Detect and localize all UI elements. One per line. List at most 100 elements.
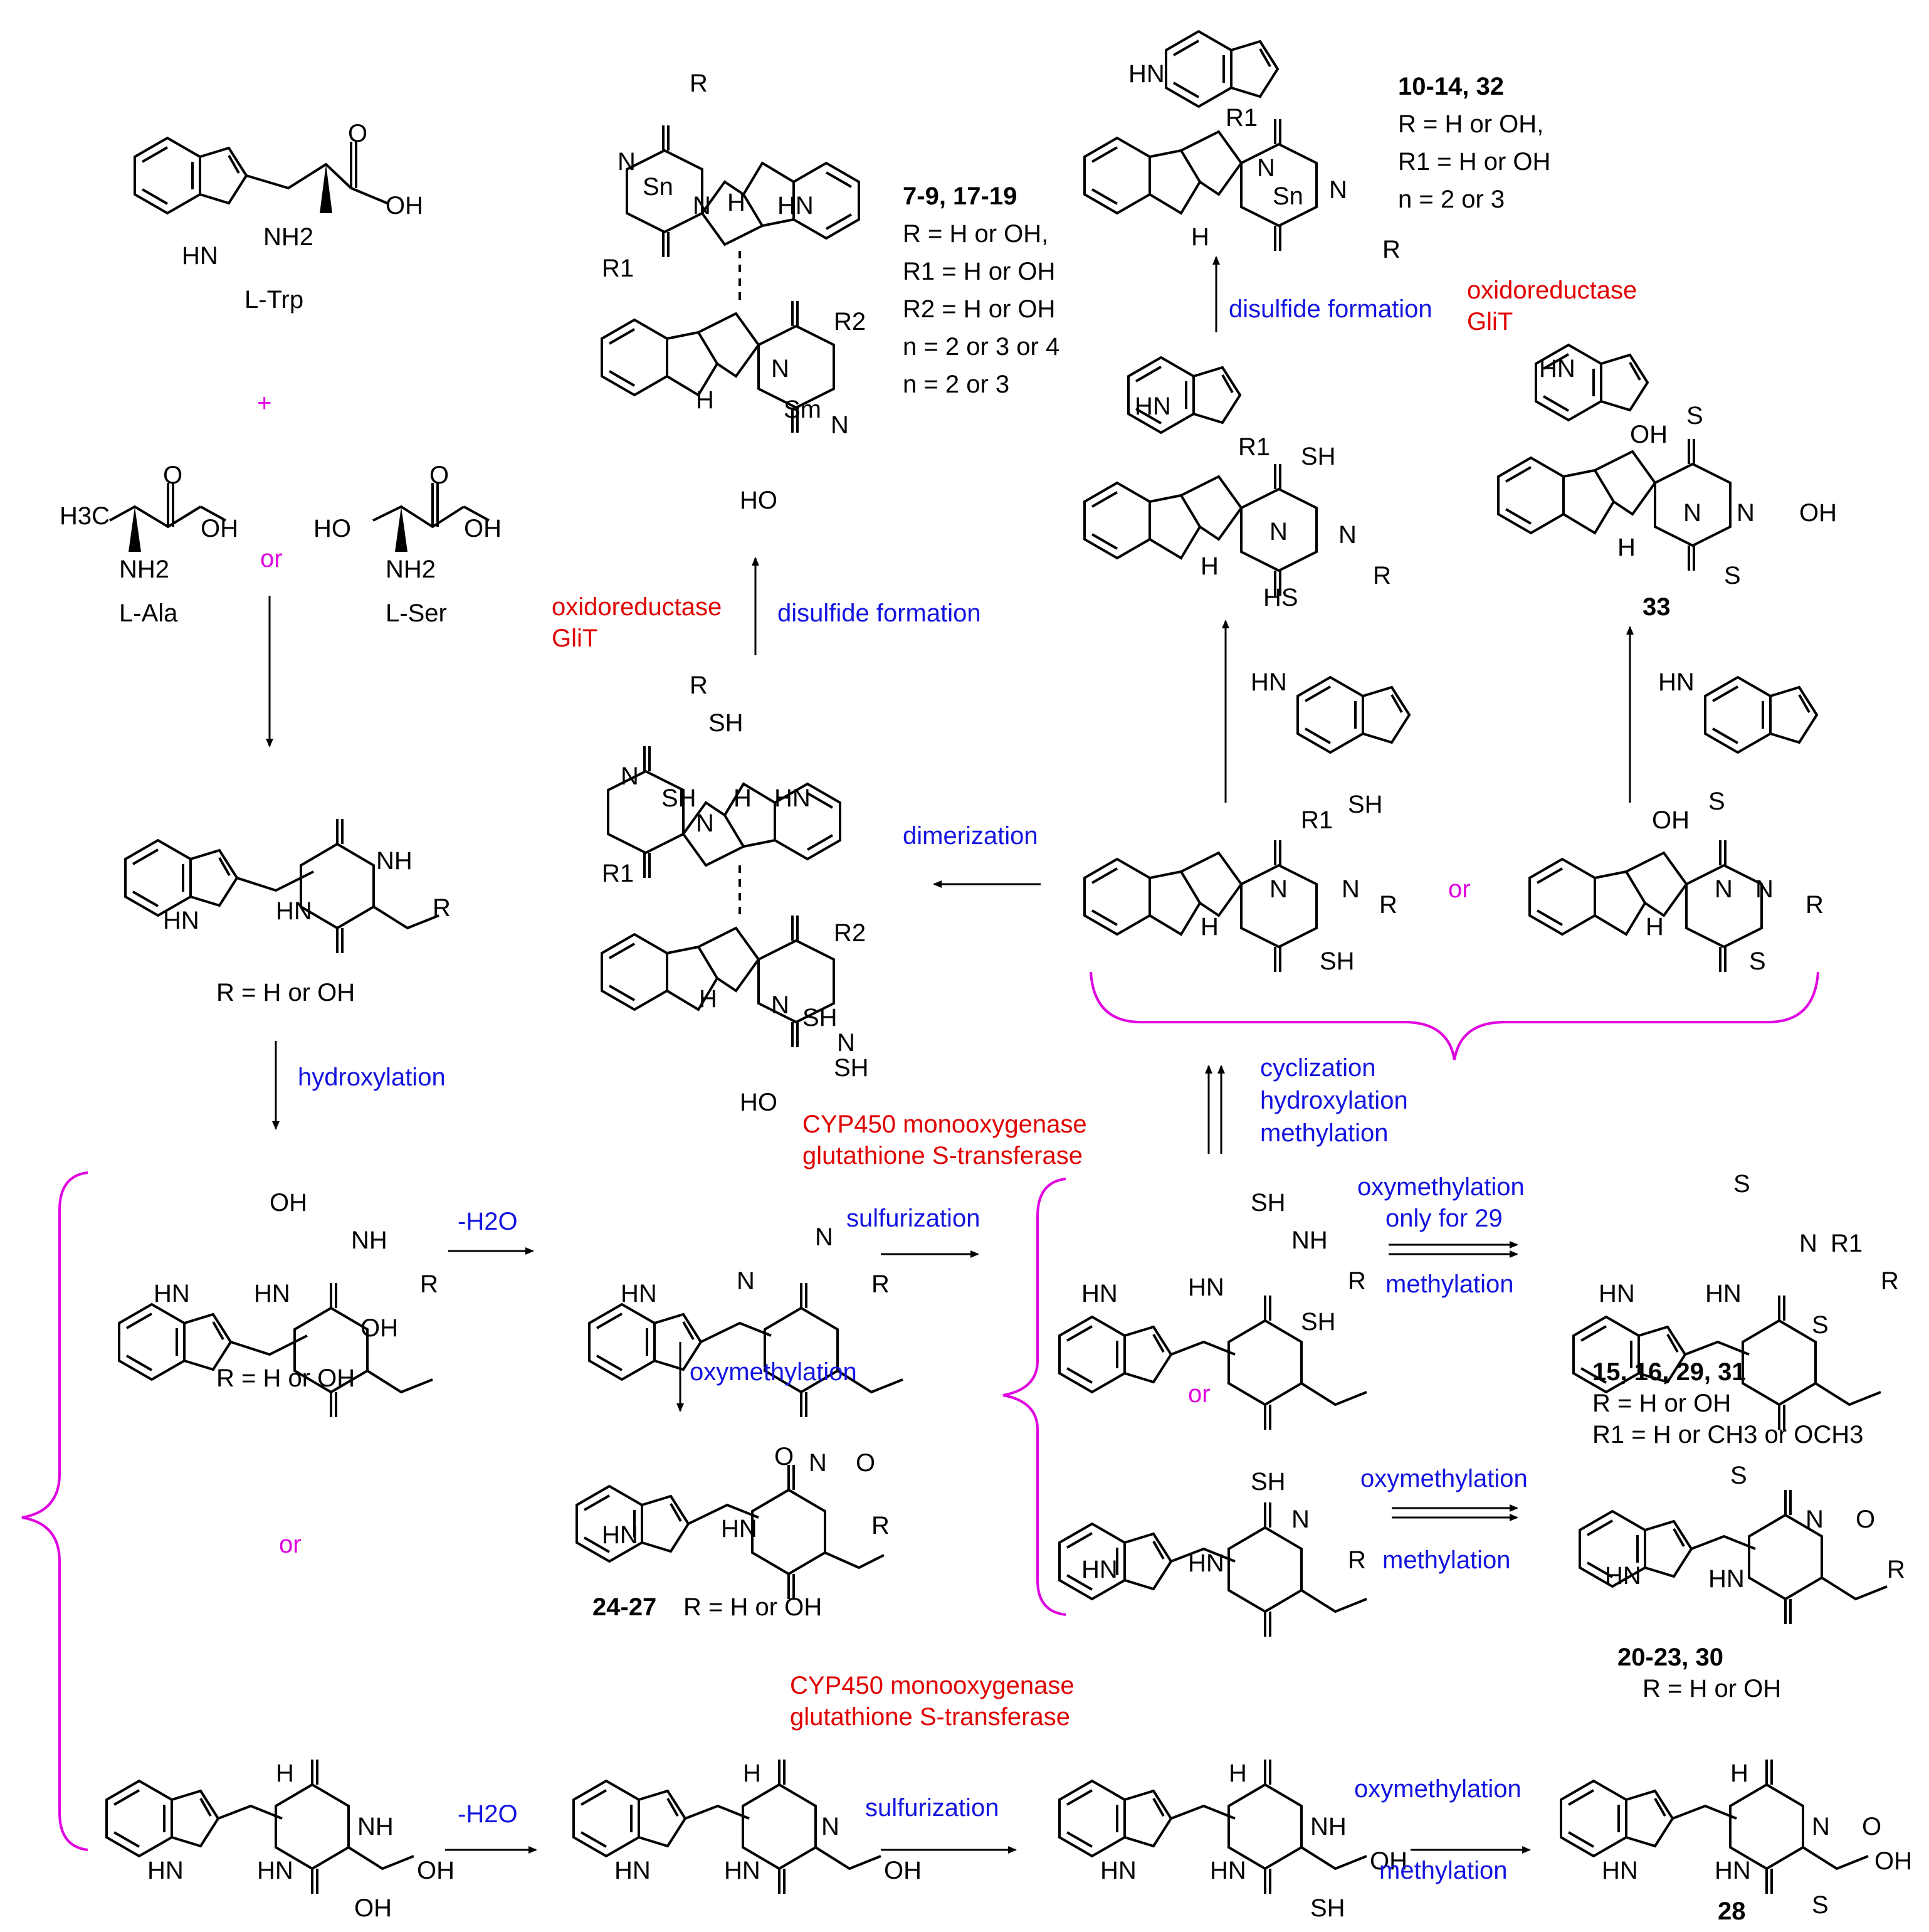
c24-27-structure (576, 1464, 885, 1600)
c24-n: N (809, 1449, 827, 1477)
c10-r: R (1382, 236, 1401, 263)
ds-h2: H (699, 985, 717, 1013)
c24-ids: 24-27 (592, 1593, 657, 1621)
c20-r-def: R = H or OH (1643, 1675, 1782, 1702)
b1-h: H (276, 1760, 294, 1787)
tdkp2-sh: SH (1251, 1468, 1286, 1496)
c20-ids: 20-23, 30 (1617, 1644, 1724, 1671)
enzyme-glit-top: GliT (1467, 308, 1513, 335)
t1-sh1: SH (1348, 791, 1383, 818)
ser-oh: OH (464, 515, 502, 542)
b3-nh: NH (1310, 1813, 1347, 1840)
step-methylation-28: methylation (1379, 1857, 1508, 1884)
dkp-r-def: R = H or OH (216, 979, 355, 1006)
t2-n2: N (1755, 875, 1774, 903)
trp-hn: HN (182, 242, 218, 270)
shm-h: H (1201, 552, 1219, 580)
ala-oh: OH (201, 515, 238, 542)
indole-sub-2-hn: HN (1658, 668, 1695, 696)
bracket-top (1090, 971, 1819, 1060)
c10-n-def: n = 2 or 3 (1398, 186, 1505, 213)
ds-ho: HO (740, 1089, 777, 1116)
b1-hn: HN (257, 1857, 293, 1884)
thiol-dkp-1-structure (1058, 1294, 1367, 1431)
dd-r2: R2 (834, 308, 866, 335)
c15-r: R (1881, 1267, 1899, 1295)
c33-h: H (1617, 534, 1636, 561)
c33-oh2: OH (1799, 499, 1837, 527)
dd-n2: N (693, 192, 711, 219)
c24-r: R (871, 1512, 890, 1539)
ala-h3c: H3C (60, 502, 110, 530)
dkp-r: R (433, 894, 451, 922)
tdkp1-hn: HN (1188, 1274, 1224, 1301)
b2-indole-hn: HN (614, 1857, 651, 1884)
ds-n3: N (771, 991, 789, 1019)
tetracyclic-1-structure (1083, 839, 1318, 973)
bottom-3-structure (1058, 1758, 1367, 1895)
c33-oh1: OH (1630, 421, 1668, 448)
b3-hn: HN (1210, 1857, 1246, 1884)
dkp-indole-hn: HN (163, 907, 199, 934)
enzyme-gst-mid: glutathione S-transferase (802, 1142, 1083, 1169)
ds-n2: N (696, 810, 714, 837)
hdkp-r: R (420, 1270, 438, 1298)
or-amino: or (260, 545, 283, 573)
trp-structure (134, 137, 389, 214)
indole-substituent-2 (1704, 676, 1818, 754)
hdkp-oh2: OH (360, 1314, 398, 1342)
enzyme-cyp-mid: CYP450 monooxygenase (802, 1111, 1087, 1138)
indole-sub-1-hn: HN (1251, 668, 1287, 696)
b3-indole-hn: HN (1100, 1857, 1137, 1884)
ds-sh4: SH (834, 1054, 869, 1082)
c15-s2: S (1812, 1311, 1829, 1339)
ds-sh3: SH (802, 1004, 838, 1032)
ser-nh2: NH2 (386, 556, 436, 583)
trp-nh2: NH2 (263, 223, 314, 251)
b1-oh1: OH (354, 1894, 392, 1922)
c33-s2: S (1724, 562, 1741, 589)
step-dimerization: dimerization (903, 822, 1038, 850)
ser-structure (372, 483, 490, 552)
bracket-right (1002, 1178, 1066, 1616)
t2-r: R (1805, 891, 1824, 919)
dd-hn: HN (777, 192, 814, 219)
c7-r1-def: R1 = H or OH (903, 258, 1056, 285)
c10-h: H (1191, 223, 1209, 251)
c28-structure (1560, 1758, 1869, 1895)
enzyme-cyp-bottom: CYP450 monooxygenase (790, 1672, 1075, 1699)
enzyme-gst-bottom: glutathione S-transferase (790, 1703, 1070, 1731)
c7-n-def-1: n = 2 or 3 or 4 (903, 333, 1060, 361)
ddkp-r: R (871, 1270, 890, 1298)
b3-h: H (1229, 1760, 1247, 1787)
ds-n4: N (837, 1029, 855, 1057)
c24-indole-hn: HN (602, 1521, 638, 1549)
dd-n3: N (771, 355, 789, 383)
c15-structure (1572, 1294, 1881, 1431)
dd-ho: HO (740, 487, 777, 514)
c10-n1: N (1257, 154, 1275, 182)
t1-sh2: SH (1320, 948, 1355, 975)
c33-structure (1497, 344, 1732, 572)
c24-hn: HN (721, 1515, 757, 1543)
t2-s1: S (1708, 788, 1725, 815)
b2-h: H (743, 1760, 761, 1787)
step-oxymethylation-down: oxymethylation (690, 1358, 857, 1386)
indole-substituent-1 (1296, 676, 1411, 754)
or-right: or (1448, 875, 1471, 903)
t2-h: H (1646, 913, 1664, 941)
dd-h1: H (727, 189, 745, 216)
ds-r1: R1 (602, 860, 634, 887)
c20-s: S (1730, 1462, 1747, 1489)
step-sulfurization: sulfurization (846, 1205, 980, 1232)
c10-structure (1083, 30, 1318, 252)
c10-r-def: R = H or OH, (1398, 110, 1544, 138)
trp-oh: OH (386, 192, 423, 219)
plus-sign: + (257, 389, 272, 417)
step-disulfide-left: disulfide formation (777, 599, 981, 627)
c24-r-def: R = H or OH (683, 1593, 823, 1621)
c33-ids: 33 (1643, 593, 1671, 621)
b1-oh2: OH (417, 1857, 455, 1884)
t1-r: R (1379, 891, 1397, 919)
or-left: or (279, 1531, 302, 1558)
